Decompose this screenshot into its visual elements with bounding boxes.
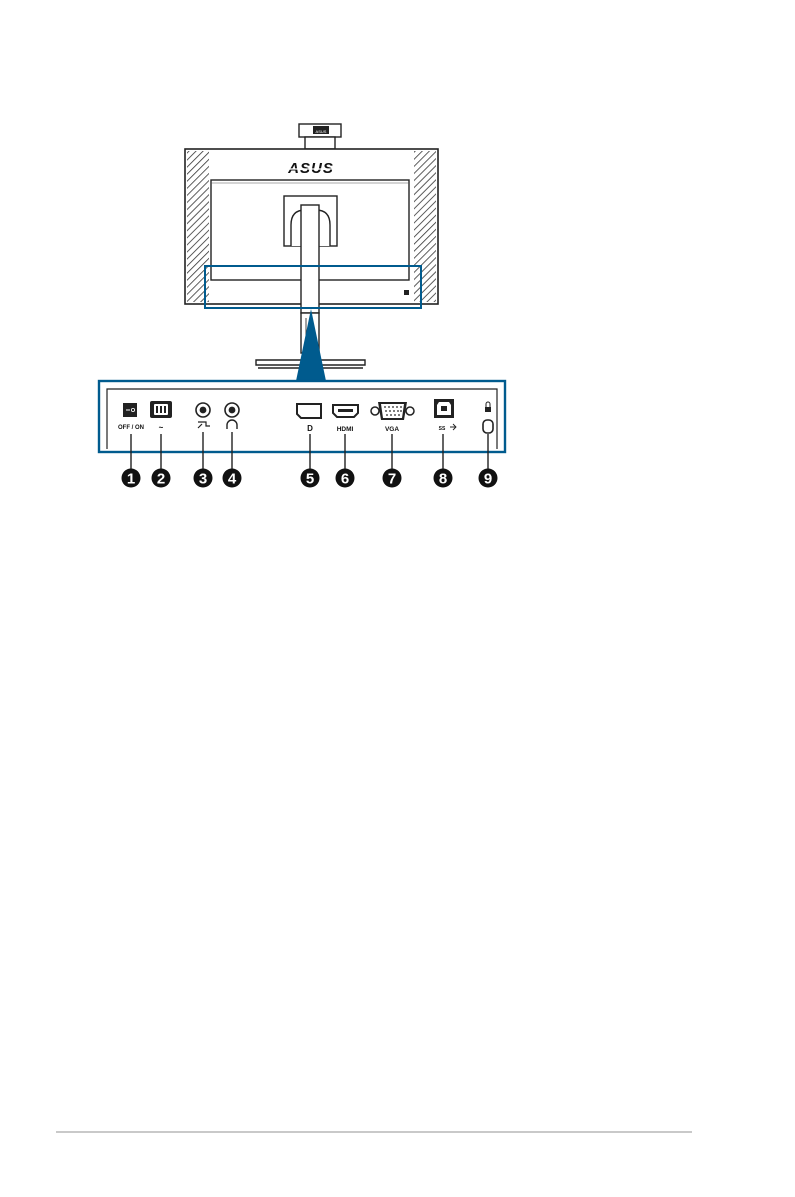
- asus-logo: ASUS: [287, 160, 334, 177]
- port-label-hdmi: HDMI: [337, 426, 354, 433]
- svg-text:1: 1: [127, 471, 135, 488]
- io-panel: OFF / ON ~ D: [99, 381, 505, 452]
- power-switch-icon: [123, 403, 137, 417]
- port-label-power: OFF / ON: [118, 425, 144, 431]
- port-label-ac: ~: [159, 423, 164, 432]
- svg-text:7: 7: [388, 471, 396, 488]
- footer-rule: [56, 1131, 692, 1133]
- webcam-brand-label: ASUS: [316, 129, 327, 134]
- monitor-rear-io-diagram: ASUS ASUS: [0, 0, 795, 560]
- displayport-icon: [297, 404, 321, 418]
- svg-text:2: 2: [157, 471, 165, 488]
- port-label-dp: D: [307, 424, 313, 433]
- svg-text:9: 9: [484, 471, 492, 488]
- svg-text:8: 8: [439, 471, 447, 488]
- hdmi-icon: [333, 405, 358, 417]
- svg-text:4: 4: [228, 471, 237, 488]
- port-label-vga: VGA: [385, 426, 399, 433]
- monitor-rear-view: ASUS ASUS: [185, 124, 438, 381]
- webcam: ASUS: [299, 124, 341, 149]
- port-label-usb: SS: [439, 426, 446, 432]
- usb-b-port-icon: [434, 399, 454, 418]
- ac-power-inlet-icon: [150, 401, 172, 418]
- svg-text:5: 5: [306, 471, 314, 488]
- svg-text:3: 3: [199, 471, 207, 488]
- svg-text:6: 6: [341, 471, 349, 488]
